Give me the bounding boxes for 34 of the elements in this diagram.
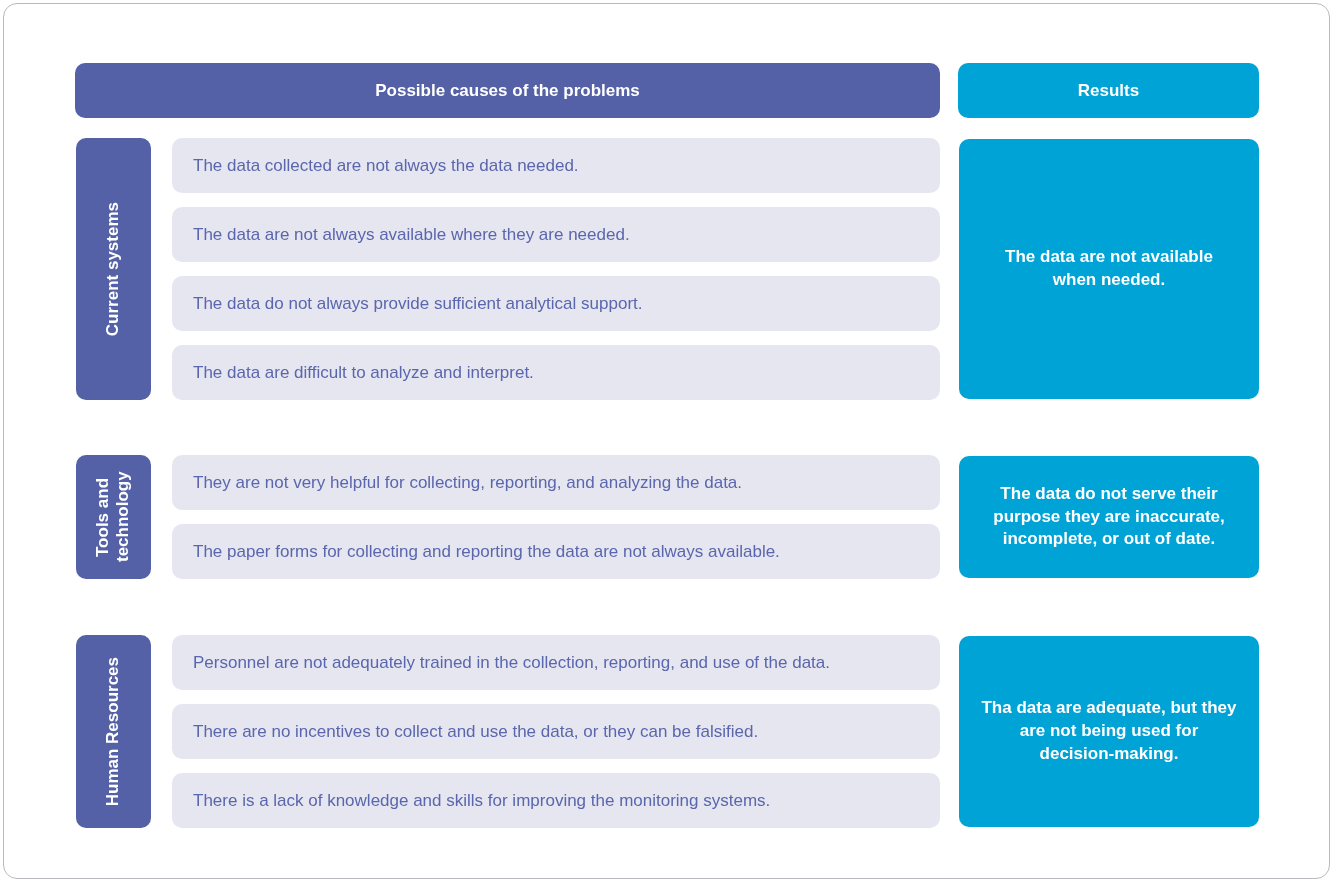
header-text: Results — [1077, 80, 1140, 101]
cause-text: The data do not always provide sufficient analytical support. — [193, 293, 643, 314]
result-text: The data do not serve their purpose they are inaccurate, incomplete, or out of date. — [992, 482, 1226, 551]
category-label — [76, 635, 151, 828]
cause-box — [172, 207, 940, 262]
header-text: Possible causes of the problems — [375, 80, 640, 101]
cause-text: They are not very helpful for collecting, reporting, and analyzing the data. — [193, 472, 743, 493]
category-label — [76, 138, 151, 400]
cause-text: The data are not always available where they are needed. — [193, 224, 630, 245]
cause-box — [172, 524, 940, 579]
cause-text: There are no incentives to collect and use the data, or they can be falsified. — [193, 721, 759, 742]
result-text: The data are not available when needed. — [1004, 246, 1214, 291]
cause-box — [172, 455, 940, 510]
column-header — [75, 63, 940, 118]
cause-box — [172, 773, 940, 828]
category-text: Tools and technology — [93, 470, 134, 565]
category-text: Current systems — [103, 201, 124, 337]
cause-text: The data are difficult to analyze and interpret. — [193, 362, 534, 383]
cause-box — [172, 138, 940, 193]
category-text: Human Resources — [103, 656, 124, 807]
cause-text: The data collected are not always the data needed. — [193, 155, 579, 176]
category-label — [76, 455, 151, 579]
cause-box — [172, 704, 940, 759]
cause-box — [172, 276, 940, 331]
result-text: Tha data are adequate, but they are not being used for decision-making. — [981, 697, 1237, 765]
cause-box — [172, 345, 940, 400]
result-box — [959, 636, 1259, 827]
cause-text: There is a lack of knowledge and skills for improving the monitoring systems. — [193, 790, 771, 811]
result-box — [959, 139, 1259, 399]
cause-text: The paper forms for collecting and reporting the data are not always available. — [193, 541, 780, 562]
cause-text: Personnel are not adequately trained in the collection, reporting, and use of the data. — [193, 652, 830, 673]
result-box — [959, 456, 1259, 578]
cause-box — [172, 635, 940, 690]
column-header — [958, 63, 1259, 118]
